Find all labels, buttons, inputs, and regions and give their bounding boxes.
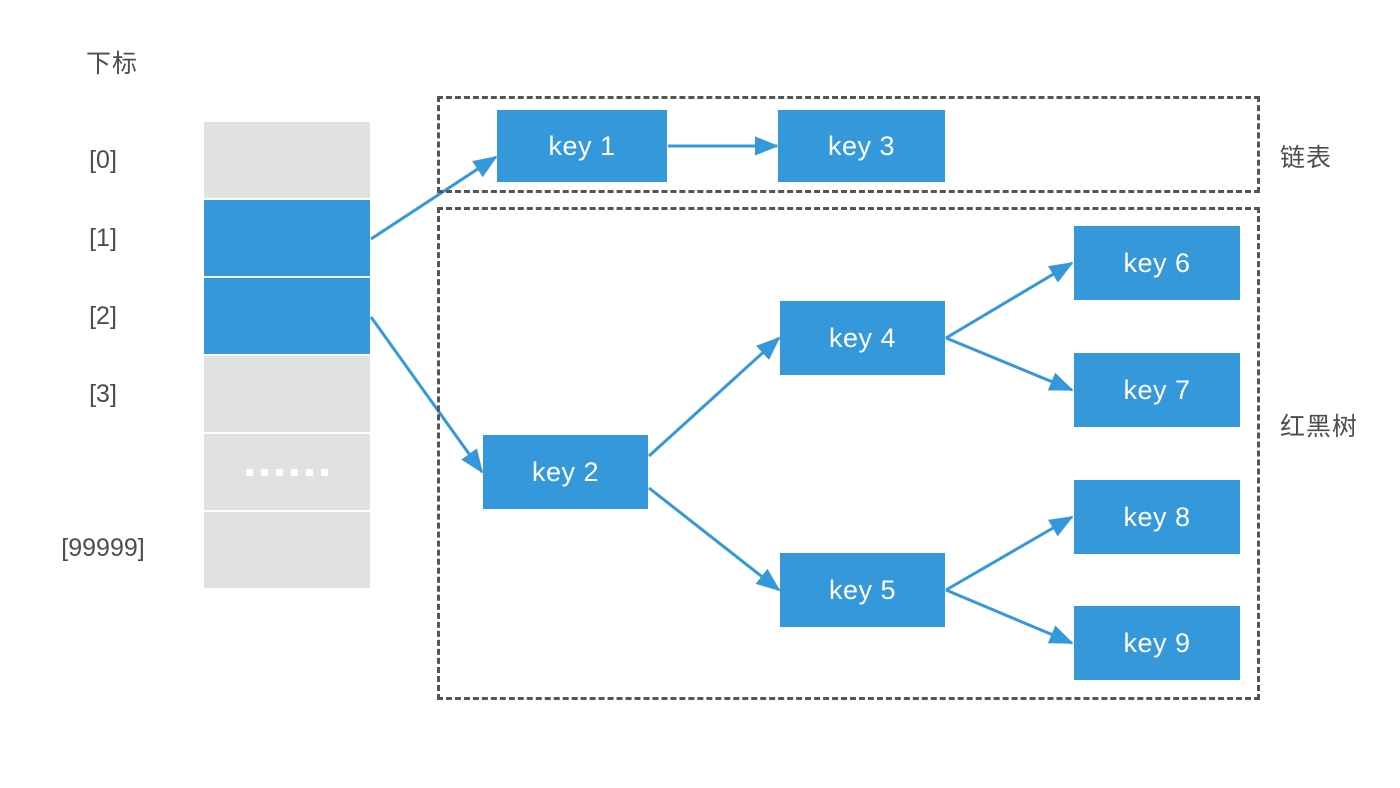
group-label-linked-list: 链表 [1280,144,1333,172]
array-cell-0[interactable] [204,122,370,198]
array-cell-2[interactable] [204,278,370,354]
index-label-3: [3] [89,380,117,408]
array-cell-ellipsis[interactable] [204,434,370,510]
array-cell-99999[interactable] [204,512,370,588]
node-key6[interactable]: key 6 [1074,226,1240,300]
node-key4[interactable]: key 4 [780,301,945,375]
index-label-2: [2] [89,302,117,330]
node-key9[interactable]: key 9 [1074,606,1240,680]
node-key2[interactable]: key 2 [483,435,648,509]
index-label-0: [0] [89,146,117,174]
node-key1[interactable]: key 1 [497,110,667,182]
array-cell-3[interactable] [204,356,370,432]
node-key8[interactable]: key 8 [1074,480,1240,554]
index-label-99999: [99999] [61,534,145,562]
group-box-linked-list [437,96,1260,193]
group-box-red-black-tree [437,207,1260,700]
node-key7[interactable]: key 7 [1074,353,1240,427]
node-key3[interactable]: key 3 [778,110,945,182]
ellipsis-dots-icon [204,434,370,510]
page-title: 下标 [86,50,139,78]
index-label-1: [1] [89,224,117,252]
array-cell-1[interactable] [204,200,370,276]
node-key5[interactable]: key 5 [780,553,945,627]
group-label-red-black-tree: 红黑树 [1280,413,1359,441]
index-label-ellipsis [20,434,186,511]
